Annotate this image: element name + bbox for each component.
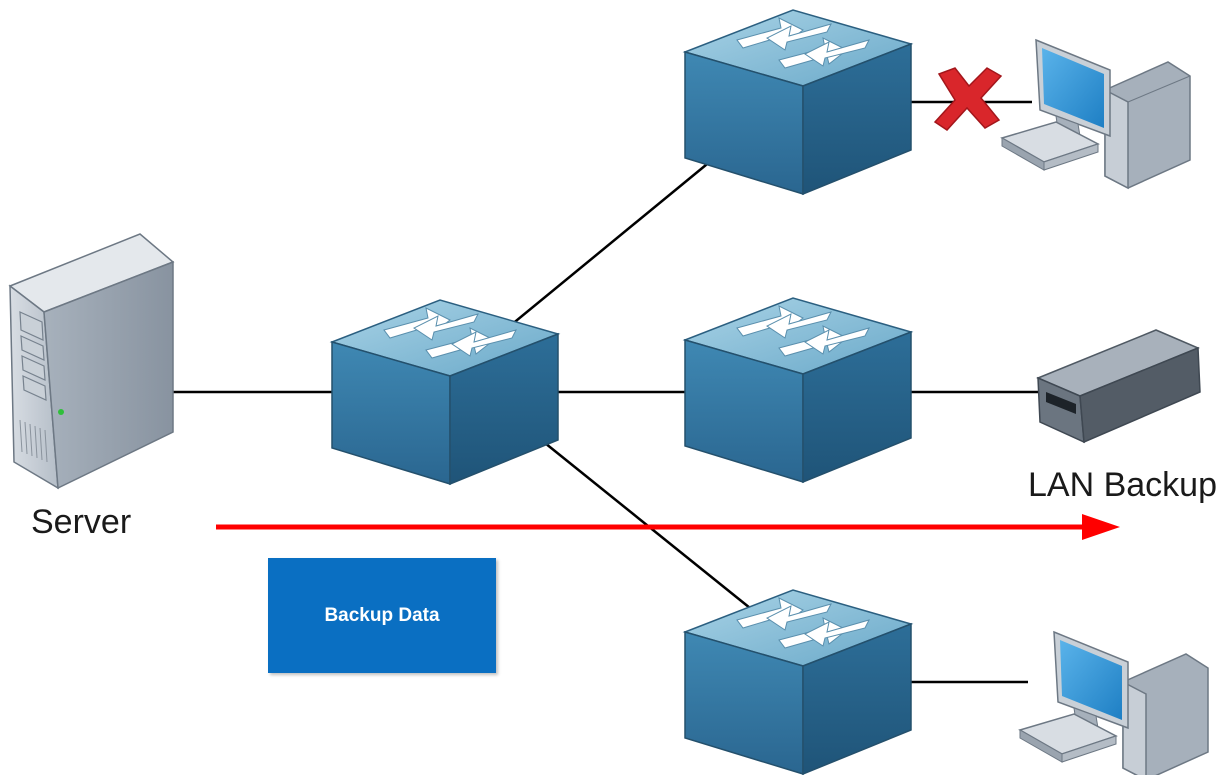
link-core-bottom bbox=[534, 434, 751, 609]
lan-backup-label: LAN Backup bbox=[1028, 466, 1217, 504]
backup-data-label: Backup Data bbox=[324, 604, 440, 626]
workstation-icon bbox=[1000, 38, 1191, 190]
link-core-top bbox=[504, 159, 713, 331]
server-icon bbox=[8, 233, 175, 490]
switch-middle bbox=[684, 297, 912, 483]
server-label: Server bbox=[31, 503, 132, 541]
backup-data-box: Backup Data bbox=[268, 558, 496, 673]
switch-icon bbox=[684, 589, 912, 775]
switch-icon bbox=[684, 297, 912, 483]
switch-icon bbox=[684, 9, 912, 195]
switch-icon bbox=[331, 299, 559, 485]
blocked-x-icon bbox=[933, 67, 1003, 131]
switch-bottom bbox=[684, 589, 912, 775]
workstation-icon bbox=[1018, 630, 1209, 775]
switch-core bbox=[331, 299, 559, 485]
switch-top bbox=[684, 9, 912, 195]
tape-drive-icon bbox=[1036, 329, 1201, 444]
backup-flow-arrow bbox=[216, 514, 1120, 540]
